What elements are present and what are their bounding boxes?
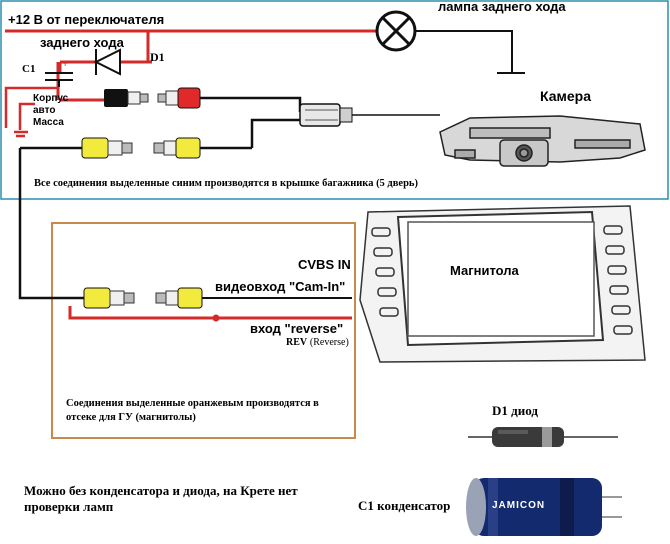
bottom-note: Можно без конденсатора и диода, на Крете… [24, 483, 298, 514]
head-unit-label: Магнитола [450, 263, 519, 278]
orange-area-frame [51, 222, 356, 439]
capacitor-photo [466, 478, 622, 536]
head-unit-sketch [359, 205, 646, 363]
reverse-wire [68, 306, 352, 320]
d1-label: D1 [150, 50, 165, 64]
reverse-in-label: вход "reverse" [250, 321, 344, 336]
ground-label: Корпус авто Масса [33, 93, 69, 128]
video-in-label: видеовход "Cam-In" [215, 279, 346, 294]
c1-label: C1 [22, 63, 36, 75]
diode-photo [468, 427, 618, 447]
reverse-junction [212, 314, 220, 322]
diode-d1-symbol [93, 48, 121, 76]
capacitor-c1-symbol [45, 72, 73, 87]
rev-text: REV [286, 337, 308, 348]
c1-plus-label: + [62, 58, 69, 70]
reverse-gear-label: заднего хода [40, 35, 124, 50]
blue-area-note: Все соединения выделенные синим производ… [34, 178, 418, 189]
reverse-lamp [375, 10, 417, 52]
capacitor-title: C1 конденсатор [358, 498, 451, 513]
diode-title: D1 диод [492, 403, 538, 418]
camera-connector [299, 103, 440, 127]
blue-area-frame [0, 0, 669, 200]
power-wire [5, 29, 376, 102]
power-rca-red [157, 87, 201, 109]
camera-label: Камера [540, 88, 591, 104]
camera-rca-yellow-pair [81, 137, 201, 159]
lamp-ground [415, 30, 525, 74]
orange-area-note: Соединения выделенные оранжевым производ… [66, 398, 319, 423]
rev-label: REV (Reverse) [286, 337, 349, 348]
video-wire [18, 148, 84, 300]
power-label: +12 В от переключателя [8, 12, 165, 27]
cvbs-in-label: CVBS IN [298, 257, 351, 272]
headunit-rca-yellow-pair [83, 287, 203, 309]
ground-wires [4, 86, 59, 138]
rev-paren-text: (Reverse) [309, 337, 349, 348]
camera-sketch [439, 115, 646, 167]
power-rca-black [104, 89, 149, 107]
reverse-lamp-label: лампа заднего хода [438, 0, 566, 14]
capacitor-brand: JAMICON [492, 500, 546, 511]
camera-power-wire [200, 96, 302, 150]
